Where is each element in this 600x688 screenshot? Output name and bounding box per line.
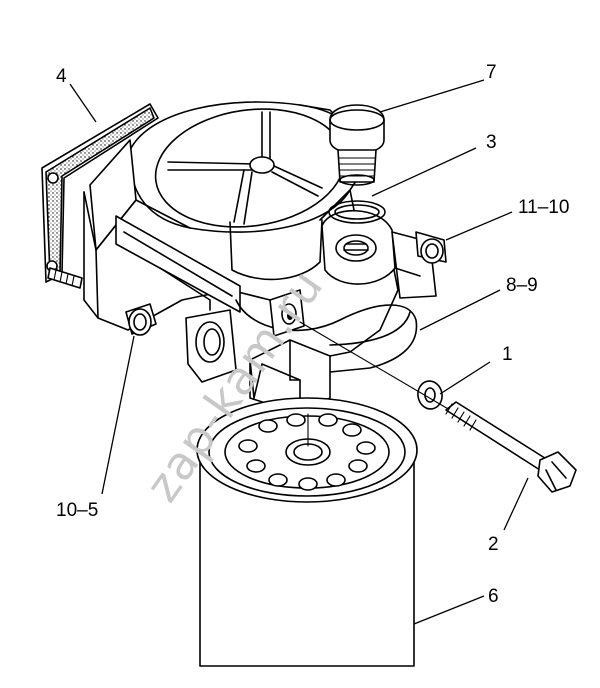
- callout-4: 4: [56, 66, 67, 87]
- bolt-part-11-10: [415, 231, 447, 264]
- long-bolt-part-2: [299, 321, 577, 493]
- callout-3: 3: [486, 132, 497, 153]
- callout-7: 7: [486, 62, 497, 83]
- callout-2: 2: [488, 534, 499, 555]
- filter-canister-part-6: [196, 397, 418, 667]
- callout-6: 6: [488, 586, 499, 607]
- leader-lines: [69, 79, 529, 625]
- stud-lower-left: [47, 267, 83, 289]
- o-ring-part-3: [328, 200, 386, 224]
- callout-10-5: 10–5: [56, 500, 98, 521]
- callout-labels: 7 4 3 11–10 8–9 1 10–5 2 6: [56, 62, 569, 607]
- callout-8-9: 8–9: [506, 275, 538, 296]
- plug-part-7: [329, 104, 385, 186]
- callout-1: 1: [502, 344, 513, 365]
- bolt-part-10-5: [125, 303, 157, 336]
- callout-11-10: 11–10: [518, 197, 569, 218]
- washer-part-1: [417, 380, 443, 410]
